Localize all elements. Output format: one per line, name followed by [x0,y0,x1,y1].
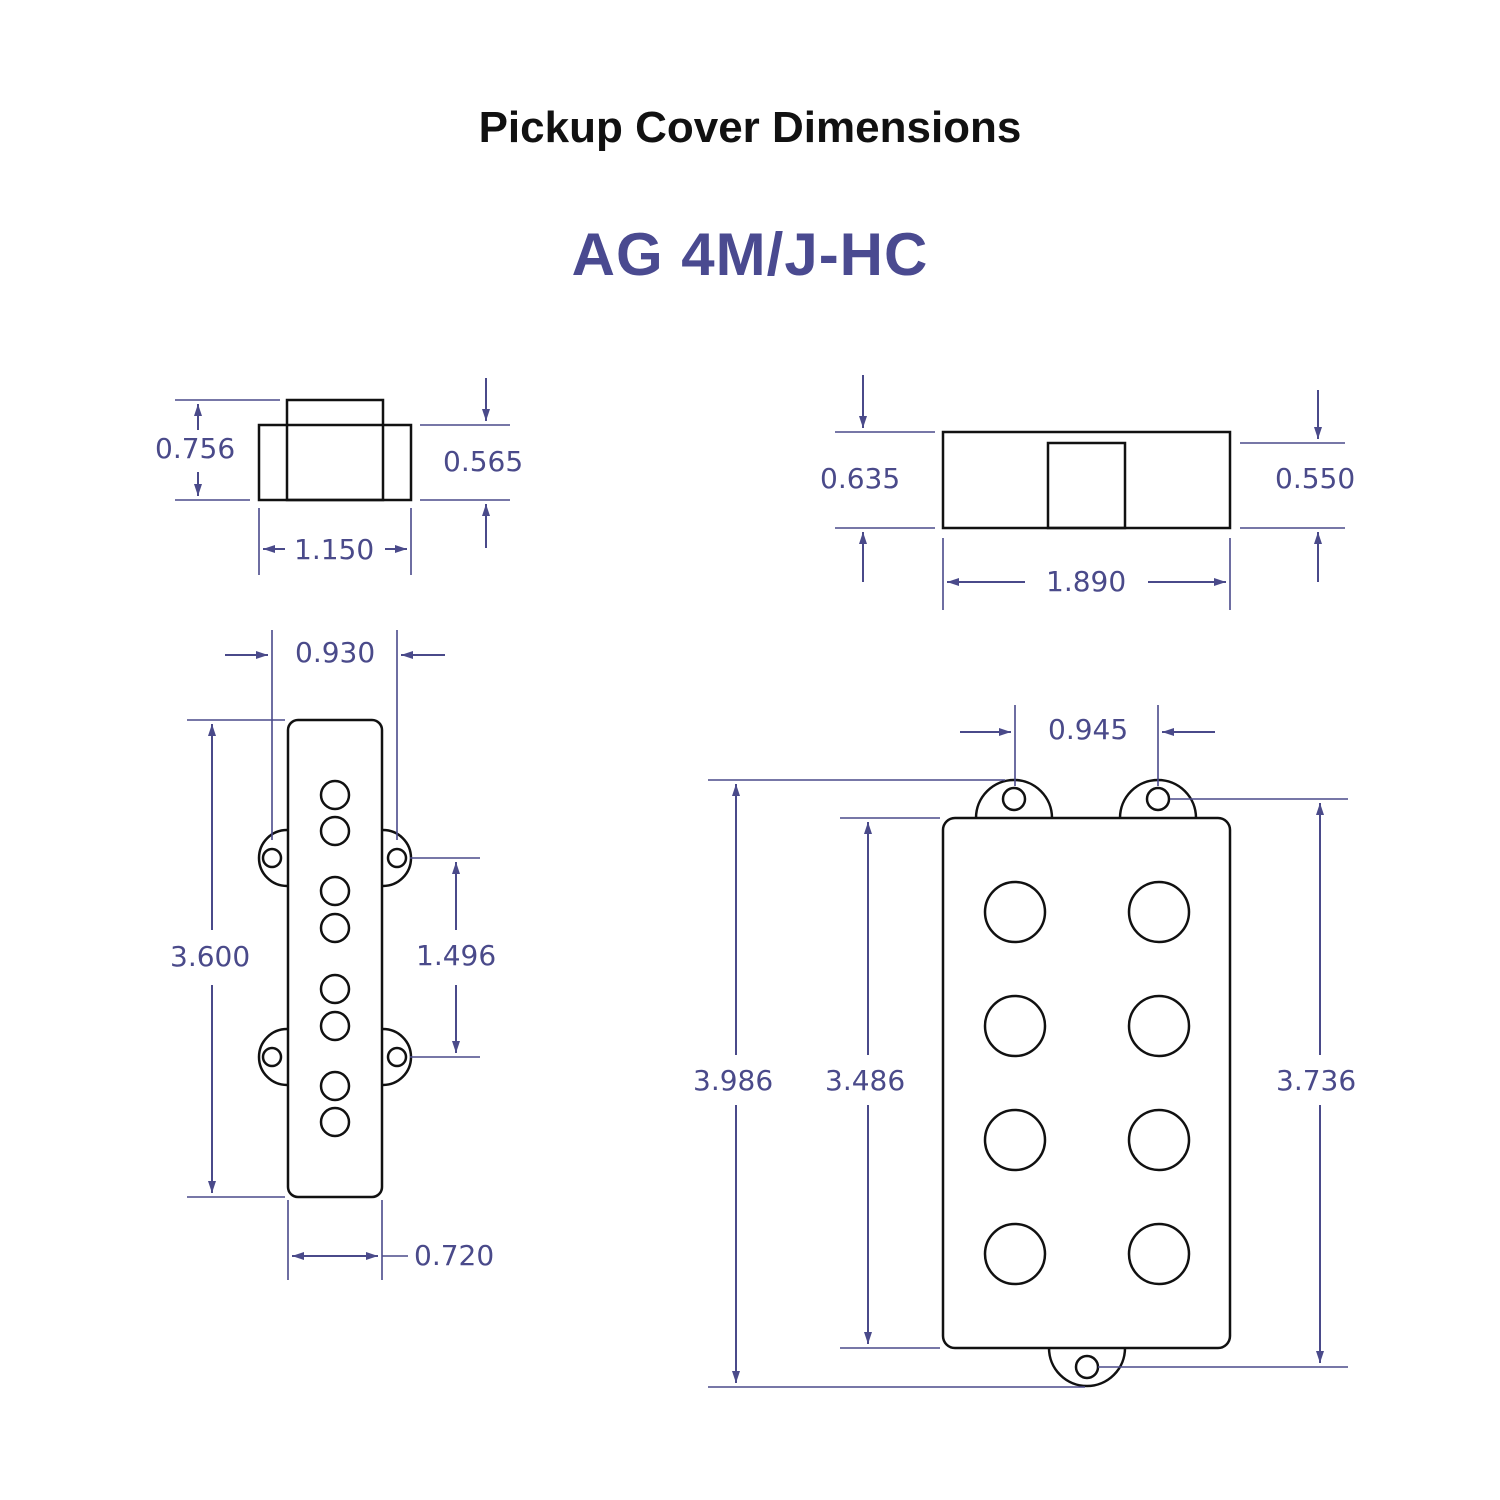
jazz-ear [257,1027,288,1087]
mm-overall-length-label: 3.986 [693,1064,773,1097]
mm-side-center [1046,441,1127,530]
mm-hole-to-hole-label: 3.736 [1276,1064,1356,1097]
mm-top-view: 0.945 3.986 3.486 3.736 [693,705,1356,1388]
diagram-title: Pickup Cover Dimensions [478,103,1022,152]
jazz-height-sides-label: 0.565 [443,445,523,478]
jazz-side-center [285,398,385,502]
mounting-hole [261,1046,283,1068]
jazz-width-label: 1.150 [294,533,374,566]
mounting-hole [1074,1354,1100,1380]
mm-side-body [941,430,1232,530]
jazz-side-view: 0.756 0.565 1.150 [155,378,523,575]
mm-width-label: 1.890 [1046,565,1126,598]
mm-body-length-label: 3.486 [825,1064,905,1097]
model-title: AG 4M/J-HC [571,221,929,288]
mounting-hole [386,1046,408,1068]
jazz-pole-pieces [319,779,351,1138]
mm-height-total-label: 0.635 [820,462,900,495]
mm-pole-pieces [983,880,1191,1286]
jazz-length-label: 3.600 [170,940,250,973]
jazz-ear-spacing-label: 0.930 [295,636,375,669]
mounting-hole [1001,786,1027,812]
mm-height-body-label: 0.550 [1275,462,1355,495]
mounting-hole [1145,786,1171,812]
jazz-cover-body [286,718,384,1199]
jazz-ear [257,828,288,888]
mm-ear-spacing-label: 0.945 [1048,713,1128,746]
mounting-hole [261,847,283,869]
jazz-hole-spacing-label: 1.496 [416,939,496,972]
mm-cover-body [941,816,1232,1350]
jazz-side-base [257,423,413,502]
jazz-width-top-label: 0.720 [414,1239,494,1272]
mm-ear [1047,1347,1127,1388]
mm-ear [974,778,1054,819]
jazz-top-view: 0.930 3.600 1.496 0.720 [170,630,496,1280]
jazz-height-total-label: 0.756 [155,432,235,465]
mm-side-view: 0.635 0.550 1.890 [820,375,1355,610]
mounting-hole [386,847,408,869]
